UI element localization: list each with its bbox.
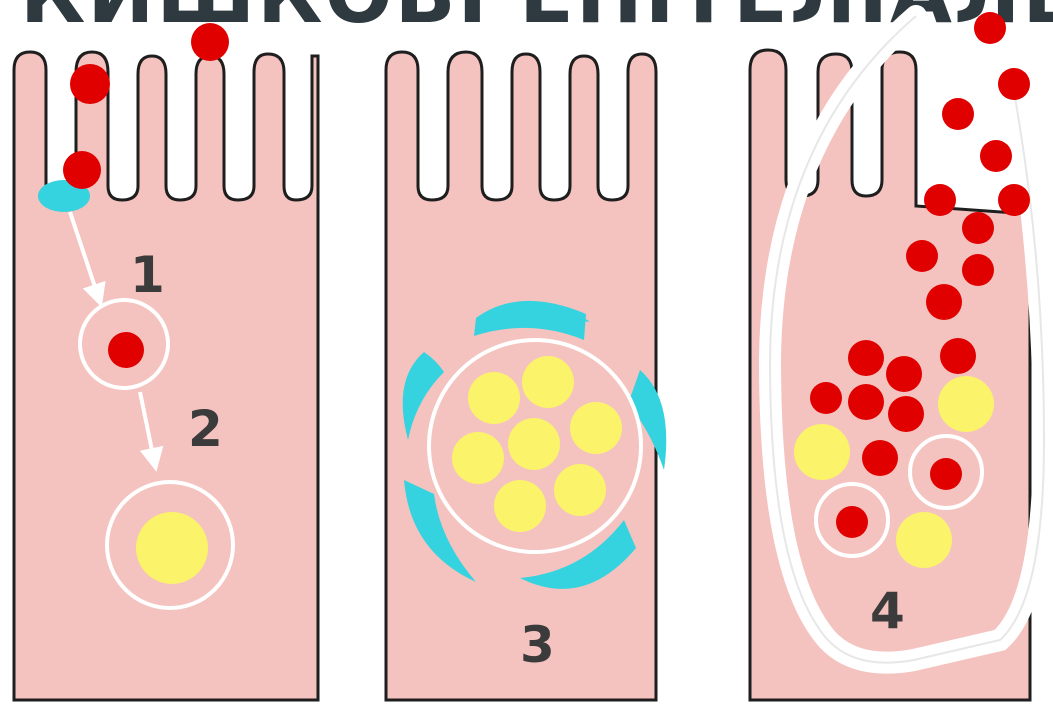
stage-label-2: 2	[188, 400, 223, 458]
red-particle	[930, 458, 962, 490]
stage-label-3: 3	[520, 616, 555, 674]
yellow-particle	[494, 480, 546, 532]
cell-1: 1 2	[14, 23, 318, 700]
cell-2: 3	[386, 52, 666, 700]
red-particle	[942, 98, 974, 130]
stage-label-1: 1	[130, 246, 165, 304]
red-particle	[998, 184, 1030, 216]
red-particle	[70, 64, 110, 104]
yellow-particle	[570, 402, 622, 454]
cell-3: 4	[750, 12, 1044, 700]
red-particle	[862, 440, 898, 476]
red-particle	[974, 12, 1006, 44]
red-particle	[888, 396, 924, 432]
yellow-particle	[896, 512, 952, 568]
red-particle	[962, 212, 994, 244]
red-particle	[924, 184, 956, 216]
stage-label-4: 4	[870, 582, 905, 640]
cell-1-body	[14, 52, 318, 700]
yellow-particle	[522, 356, 574, 408]
red-particle	[962, 254, 994, 286]
red-particle	[191, 23, 229, 61]
red-particle	[848, 384, 884, 420]
yellow-particle	[468, 372, 520, 424]
red-particle	[980, 140, 1012, 172]
red-particle	[998, 68, 1030, 100]
red-particle	[926, 284, 962, 320]
red-particle	[63, 151, 101, 189]
yellow-particle	[452, 432, 504, 484]
red-particle	[810, 382, 842, 414]
yellow-particle	[938, 376, 994, 432]
yellow-particle	[794, 424, 850, 480]
yellow-particle	[554, 464, 606, 516]
yellow-particle	[136, 512, 208, 584]
red-particle	[108, 332, 144, 368]
red-particle	[836, 506, 868, 538]
red-particle	[940, 338, 976, 374]
red-particle	[848, 340, 884, 376]
yellow-particle	[508, 418, 560, 470]
red-particle	[906, 240, 938, 272]
red-particle	[886, 356, 922, 392]
